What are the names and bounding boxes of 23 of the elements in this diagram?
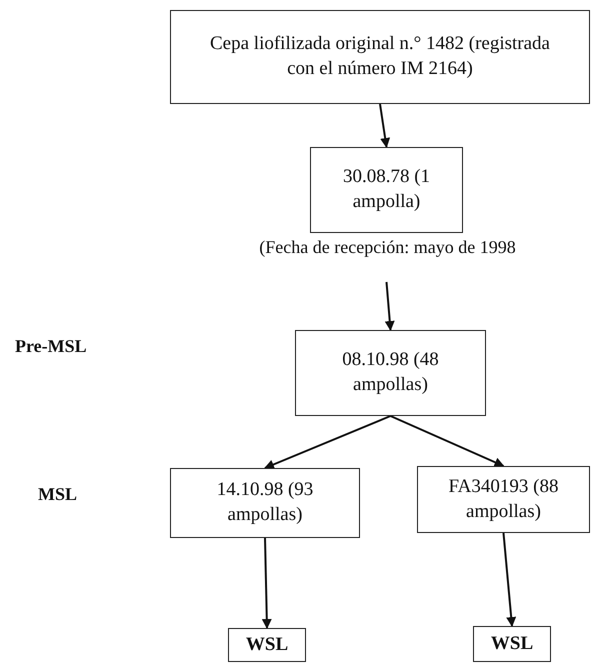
arrow xyxy=(502,532,516,627)
box-text: WSL xyxy=(490,632,534,656)
process-box xyxy=(417,466,590,533)
process-box xyxy=(228,628,306,662)
arrow xyxy=(390,415,504,467)
box-text: 14.10.98 (93 ampollas) xyxy=(216,478,314,527)
box-text: 08.10.98 (48 ampollas) xyxy=(341,348,440,397)
process-box xyxy=(310,147,463,233)
arrow xyxy=(264,415,391,470)
arrow xyxy=(379,104,390,148)
box-text: FA340193 (88 ampollas) xyxy=(448,474,560,524)
box-text: Cepa liofilizada original n.° 1482 (registrada con el número IM 2164) xyxy=(209,32,551,81)
level-label: Pre-MSL xyxy=(15,336,87,357)
process-box xyxy=(473,626,551,662)
process-box xyxy=(170,468,360,538)
box-text: 30.08.78 (1 ampolla) xyxy=(342,165,432,214)
arrow xyxy=(384,282,395,331)
level-label: MSL xyxy=(38,484,78,505)
node-caption: (Fecha de recepción: mayo de 1998 xyxy=(258,236,517,259)
box-text: WSL xyxy=(246,632,288,657)
process-box xyxy=(170,10,590,104)
process-box xyxy=(295,330,486,416)
arrow xyxy=(262,538,272,629)
